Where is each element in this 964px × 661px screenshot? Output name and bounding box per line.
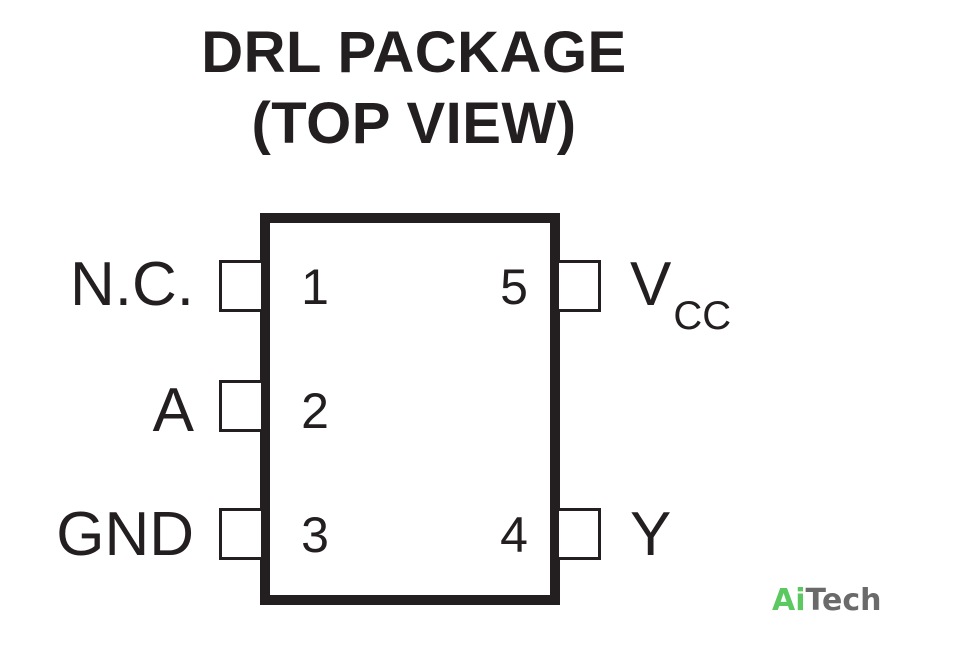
pin-5-label-subscript: CC	[673, 294, 732, 338]
pin-5-pad	[559, 260, 601, 312]
pin-1-number: 1	[301, 259, 329, 315]
aitech-logo: AiTech	[772, 586, 881, 616]
pin-4-pad	[559, 508, 601, 560]
pin-1-pad	[219, 260, 261, 312]
pin-5-number: 5	[500, 259, 528, 315]
pin-5-label: VCC	[630, 254, 731, 337]
pin-4-label: Y	[630, 500, 672, 569]
logo-tech-text: Tech	[805, 583, 882, 618]
pin-4-number: 4	[500, 507, 528, 563]
pin-3-pad	[219, 508, 261, 560]
pin-3-number: 3	[301, 507, 329, 563]
pin-1-label: N.C.	[70, 250, 194, 319]
package-body	[260, 213, 560, 605]
diagram-title-line1: DRL PACKAGE	[201, 20, 627, 85]
pin-5-label-main: V	[630, 250, 672, 319]
pin-2-label: A	[152, 376, 194, 445]
logo-ai-text: Ai	[772, 583, 806, 618]
diagram-title-line2: (TOP VIEW)	[251, 91, 577, 156]
pin-3-label: GND	[56, 500, 194, 569]
pin-2-number: 2	[301, 383, 329, 439]
pin-2-pad	[219, 380, 261, 432]
